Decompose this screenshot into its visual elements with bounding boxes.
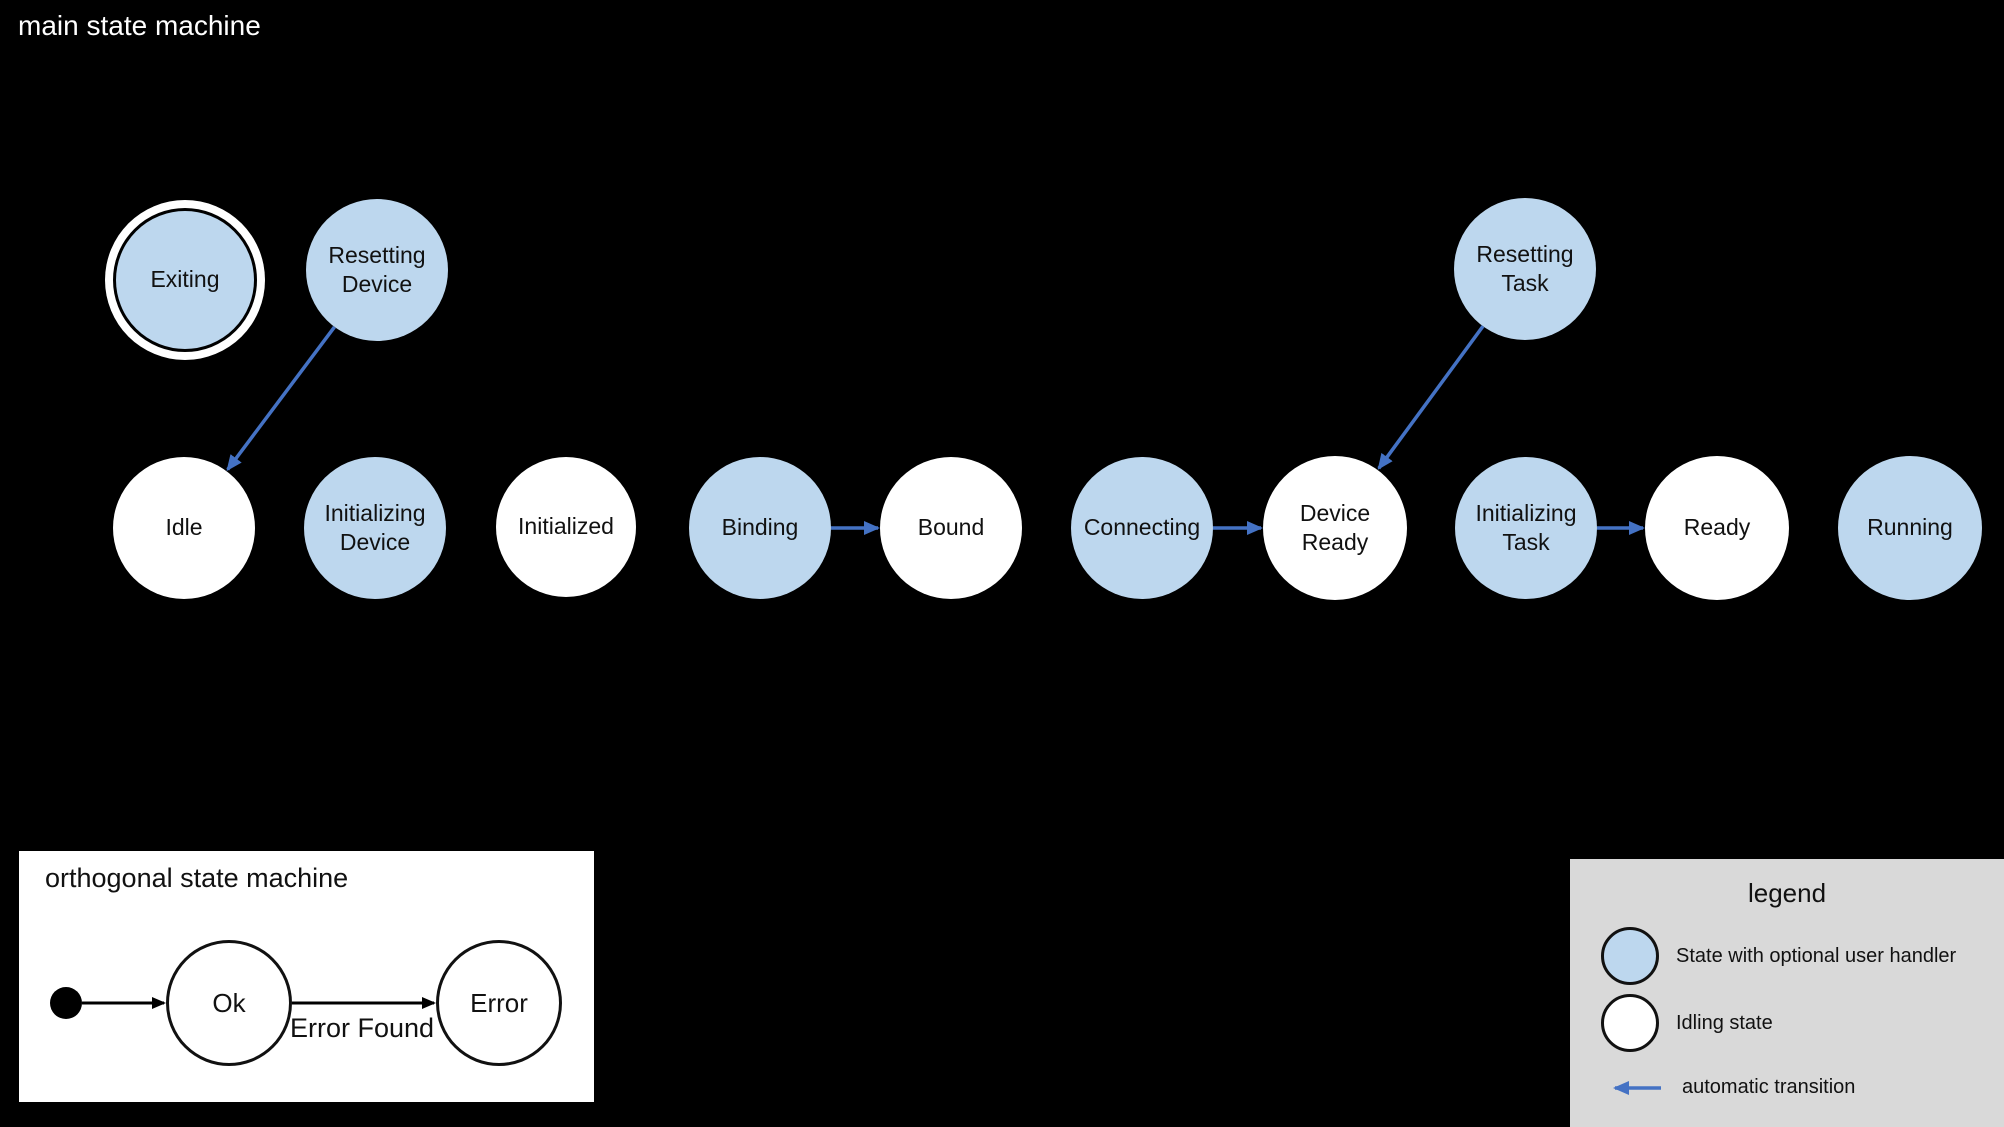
transition-resetting-device-to-idle <box>226 325 336 472</box>
orthogonal-title: orthogonal state machine <box>45 863 349 893</box>
state-label: Initializing Device <box>324 499 426 555</box>
state-initializing-device[interactable]: Initializing Device <box>304 457 446 599</box>
state-label: Error <box>470 987 528 1018</box>
state-label: Initialized <box>518 513 614 540</box>
initial-state-dot[interactable] <box>50 987 82 1019</box>
transition-resetting-task-to-device-ready <box>1377 325 1485 470</box>
state-label: Bound <box>917 514 985 541</box>
state-label: Idle <box>165 514 203 541</box>
state-label: Resetting Device <box>328 241 426 297</box>
state-connecting[interactable]: Connecting <box>1071 457 1213 599</box>
legend-item-label: State with optional user handler <box>1676 944 1957 967</box>
legend-item-handler-state: State with optional user handler <box>1601 927 1956 985</box>
state-idle[interactable]: Idle <box>113 457 255 599</box>
handler-state-swatch-circle <box>1601 927 1659 985</box>
legend-item-label: automatic transition <box>1682 1076 1856 1098</box>
state-resetting-task[interactable]: Resetting Task <box>1454 198 1596 340</box>
state-error[interactable]: Error <box>436 940 562 1066</box>
state-label: Connecting <box>1083 514 1201 541</box>
state-label: Device Ready <box>1299 499 1371 555</box>
state-device-ready[interactable]: Device Ready <box>1263 456 1407 600</box>
state-resetting-device[interactable]: Resetting Device <box>306 199 448 341</box>
legend-item-label: Idling state <box>1676 1011 1773 1034</box>
main-diagram-title: main state machine <box>18 10 261 41</box>
state-bound[interactable]: Bound <box>880 457 1022 599</box>
legend-title: legend <box>1747 878 1827 908</box>
state-label: Initializing Task <box>1475 499 1577 555</box>
state-initialized[interactable]: Initialized <box>496 457 636 597</box>
state-label: Ok <box>212 987 246 1018</box>
transition-label-error-found: Error Found <box>289 1013 435 1043</box>
state-binding[interactable]: Binding <box>689 457 831 599</box>
state-ok[interactable]: Ok <box>166 940 292 1066</box>
state-label: Binding <box>721 514 799 541</box>
state-label: Exiting <box>150 266 220 293</box>
legend-item-automatic-transition: automatic transition <box>1601 1076 1855 1099</box>
state-initializing-task[interactable]: Initializing Task <box>1455 457 1597 599</box>
legend-panel: legend State with optional user handler … <box>1570 859 2004 1127</box>
state-ready[interactable]: Ready <box>1645 456 1789 600</box>
state-running[interactable]: Running <box>1838 456 1982 600</box>
state-label: Resetting Task <box>1476 240 1574 296</box>
idling-state-swatch-circle <box>1601 994 1659 1052</box>
legend-item-idling-state: Idling state <box>1601 994 1773 1052</box>
state-exiting[interactable]: Exiting <box>113 208 257 352</box>
state-label: Running <box>1867 514 1953 541</box>
automatic-transition-arrow-icon <box>1613 1080 1661 1095</box>
state-label: Ready <box>1683 514 1751 541</box>
